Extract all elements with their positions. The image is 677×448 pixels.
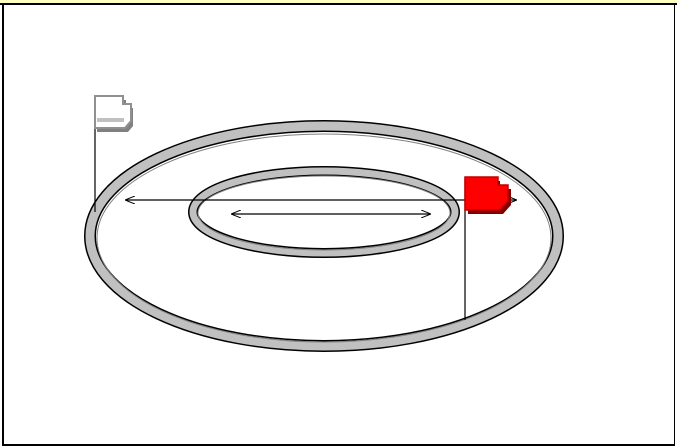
red-flag-icon[interactable] — [465, 177, 511, 320]
inner-ring — [193, 171, 455, 253]
outer-ring — [90, 126, 558, 346]
